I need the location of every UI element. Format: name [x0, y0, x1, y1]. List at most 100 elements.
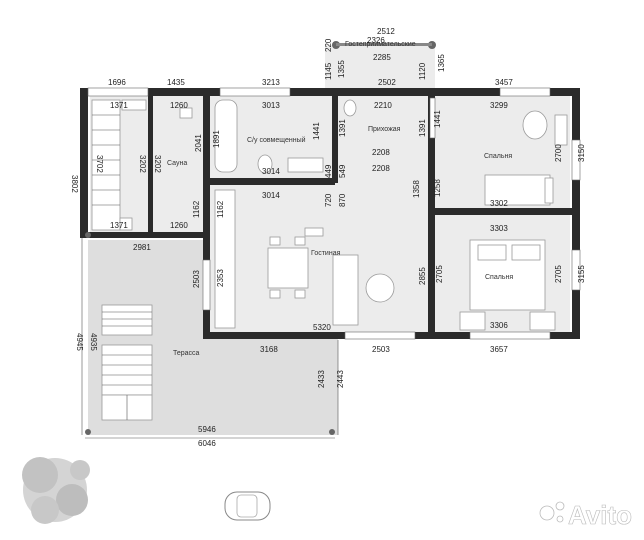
dim-h-3014b: 3014 — [262, 191, 280, 200]
terrace-furniture — [101, 304, 153, 421]
dim-v-2433: 2433 — [317, 370, 326, 388]
label-bedroom1: Спальня — [484, 153, 512, 160]
dim-h-3303: 3303 — [490, 224, 508, 233]
dim-v-1145: 1145 — [324, 62, 333, 80]
wall-south-sauna — [80, 232, 205, 238]
porch-posts — [332, 41, 436, 49]
dim-top-2502: 2502 — [378, 78, 396, 87]
living-floor — [210, 185, 425, 335]
label-bedroom2: Спальня — [485, 274, 513, 281]
dim-h-1371b: 1371 — [110, 221, 128, 230]
dim-h-6046: 6046 — [198, 439, 216, 448]
dim-in-1260: 1260 — [170, 101, 188, 110]
dim-top-1696: 1696 — [108, 78, 126, 87]
wall-south-east — [340, 332, 580, 339]
tree-icon — [22, 457, 90, 524]
wall-between-bedrooms — [435, 208, 575, 215]
bedroom-furniture — [459, 110, 568, 331]
dim-v-2700: 2700 — [554, 144, 563, 162]
dim-v-2041: 2041 — [194, 134, 203, 152]
dim-top-3457: 3457 — [495, 78, 513, 87]
sauna-furniture — [91, 99, 193, 231]
dim-v-1441b: 1441 — [433, 110, 442, 128]
wall-east — [572, 88, 580, 338]
watermark-text: Avito — [568, 500, 632, 530]
dim-top-1435: 1435 — [167, 78, 185, 87]
dim-v-1162b: 1162 — [216, 200, 225, 218]
dim-in-3013: 3013 — [262, 101, 280, 110]
dim-v-4945: 4945 — [75, 333, 84, 351]
dim-top-2512: 2512 — [377, 27, 395, 36]
dim-v-1441: 1441 — [312, 122, 321, 140]
dim-v-220: 220 — [324, 38, 333, 52]
dim-v-3202b: 3202 — [153, 155, 162, 173]
dim-h-5320: 5320 — [313, 323, 331, 332]
wall-north — [80, 88, 580, 96]
wall-sauna-inner — [148, 96, 153, 236]
label-living: Гостиная — [311, 250, 341, 257]
wall-bath-hall — [332, 95, 338, 183]
walls — [80, 88, 580, 339]
dim-h-3168: 3168 — [260, 345, 278, 354]
dim-v-2855: 2855 — [418, 267, 427, 285]
terrace-posts — [81, 232, 339, 439]
dim-in-3299: 3299 — [490, 101, 508, 110]
dim-v-1120: 1120 — [418, 62, 427, 80]
dim-top-3213: 3213 — [262, 78, 280, 87]
dim-h-3657: 3657 — [490, 345, 508, 354]
wall-bath-living — [210, 178, 335, 185]
dim-v-1391: 1391 — [338, 119, 347, 137]
label-sauna: Сауна — [167, 160, 187, 167]
dim-top-2285: 2285 — [373, 53, 391, 62]
living-furniture — [214, 189, 395, 329]
dim-v-2503: 2503 — [192, 270, 201, 288]
dim-v-449: 449 — [324, 164, 333, 178]
windows — [87, 87, 581, 340]
dim-v-720: 720 — [324, 193, 333, 207]
bathroom-fixtures — [214, 99, 357, 174]
dim-h-2503: 2503 — [372, 345, 390, 354]
dim-v-870: 870 — [338, 193, 347, 207]
dim-v-1162: 1162 — [192, 200, 201, 218]
porch-floor — [325, 45, 435, 90]
dim-h-3306: 3306 — [490, 321, 508, 330]
dim-v-1258: 1258 — [433, 179, 442, 197]
dim-v-2705: 2705 — [435, 265, 444, 283]
dim-h-3302: 3302 — [490, 199, 508, 208]
label-hall: Прихожая — [368, 126, 401, 133]
wall-hall-bedrooms — [428, 95, 435, 335]
label-terrace: Терасса — [173, 350, 200, 357]
dim-v-1365: 1365 — [437, 54, 446, 72]
dim-v-2705b: 2705 — [554, 265, 563, 283]
dim-v-549: 549 — [338, 164, 347, 178]
dim-v-1355: 1355 — [337, 60, 346, 78]
dim-h-3014: 3014 — [262, 167, 280, 176]
dim-v-3155: 3155 — [577, 265, 586, 283]
dim-left-3802: 3802 — [70, 175, 79, 193]
dim-h-2208: 2208 — [372, 148, 390, 157]
avito-watermark: Avito — [539, 500, 632, 530]
dim-h-5946: 5946 — [198, 425, 216, 434]
wall-sauna-bath — [203, 88, 210, 238]
wall-west-sauna — [80, 88, 88, 238]
label-bathroom: С/у совмещенный — [247, 136, 306, 144]
dim-top-2326: 2326 — [367, 36, 385, 45]
dim-h-1260b: 1260 — [170, 221, 188, 230]
dim-v-1391b: 1391 — [418, 119, 427, 137]
dim-h-2208b: 2208 — [372, 164, 390, 173]
dim-left-3202: 3202 — [138, 155, 147, 173]
dim-v-2353: 2353 — [216, 269, 225, 287]
car-icon — [224, 491, 271, 521]
wall-south-living — [203, 332, 343, 339]
dim-v-4935: 4935 — [89, 333, 98, 351]
dim-v-3150: 3150 — [577, 144, 586, 162]
dim-v-1358: 1358 — [412, 180, 421, 198]
dim-v-2443: 2443 — [336, 370, 345, 388]
dim-in-1371: 1371 — [110, 101, 128, 110]
label-porch: Гостеприимательские — [345, 41, 416, 48]
dim-v-1891: 1891 — [212, 130, 221, 148]
dim-left-3702: 3702 — [95, 155, 104, 173]
dim-in-2210: 2210 — [374, 101, 392, 110]
dim-h-2981: 2981 — [133, 243, 151, 252]
